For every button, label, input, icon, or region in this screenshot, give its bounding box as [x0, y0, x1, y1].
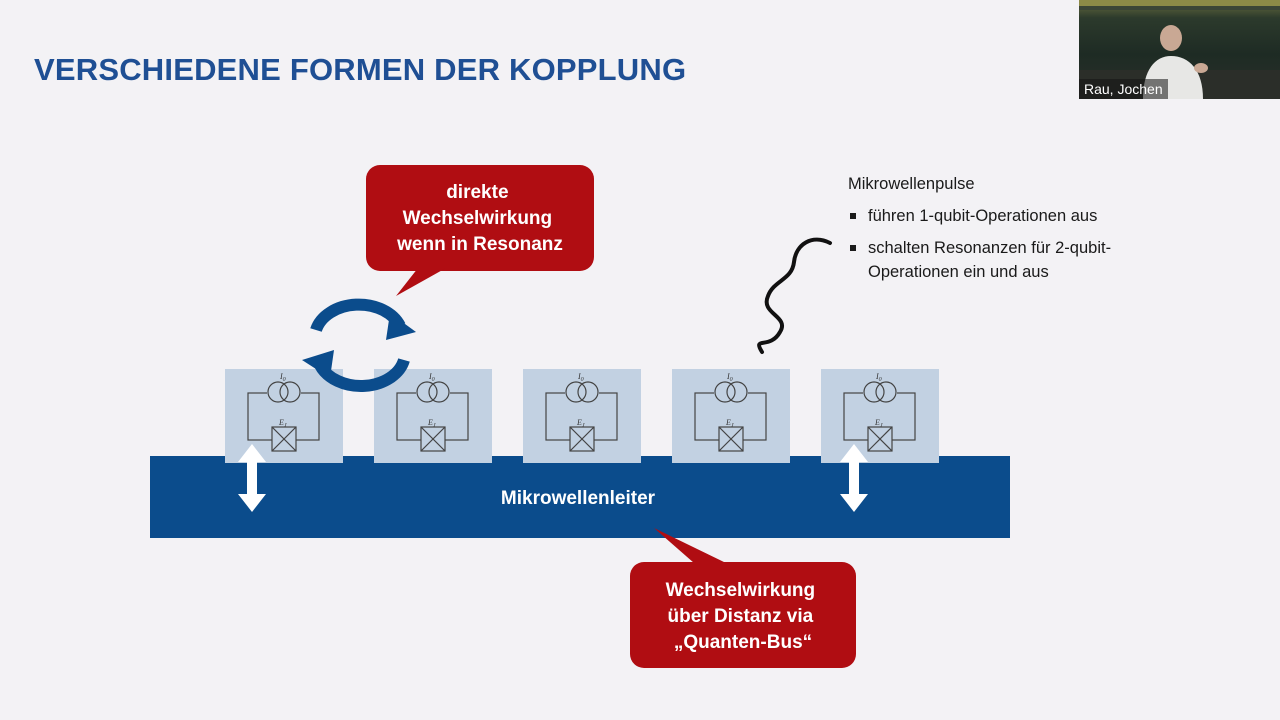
participant-name: Rau, Jochen	[1079, 79, 1168, 99]
double-arrow-right-icon	[840, 444, 868, 512]
double-arrow-left-icon	[238, 444, 266, 512]
qubit-4: I0 EJ	[671, 368, 791, 464]
callout-direct-interaction: direkte Wechselwirkung wenn in Resonanz	[366, 165, 594, 296]
bus-label: Mikrowellenleiter	[501, 488, 656, 509]
svg-text:I0: I0	[577, 372, 584, 383]
svg-text:Wechselwirkung über Di: Wechselwirkung über Distanz via „Quanten…	[666, 580, 821, 653]
svg-text:EJ: EJ	[725, 418, 734, 429]
webcam-video-tile[interactable]: Rau, Jochen	[1079, 0, 1280, 99]
qubit-5: I0 EJ	[820, 368, 940, 464]
svg-text:I0: I0	[875, 372, 882, 383]
svg-text:I0: I0	[428, 372, 435, 383]
microwave-pulse-notes: Mikrowellenpulse führen 1-qubit-Operatio…	[848, 172, 1178, 292]
qubit-1: I0 EJ	[224, 368, 344, 464]
callout-quantum-bus: Wechselwirkung über Distanz via „Quanten…	[630, 528, 856, 668]
list-item: schalten Resonanzen für 2-qubit-Operatio…	[848, 236, 1178, 284]
qubit-2: I0 EJ	[373, 368, 493, 464]
microwave-bus	[150, 456, 1010, 538]
svg-text:I0: I0	[279, 372, 286, 383]
svg-text:EJ: EJ	[874, 418, 883, 429]
notes-list: führen 1-qubit-Operationen aus schalten …	[848, 204, 1178, 284]
cycle-arrows-icon	[302, 298, 416, 393]
svg-text:EJ: EJ	[427, 418, 436, 429]
slide-title: VERSCHIEDENE FORMEN DER KOPPLUNG	[34, 52, 687, 87]
qubit-3: I0 EJ	[522, 368, 642, 464]
svg-text:I0: I0	[726, 372, 733, 383]
notes-heading: Mikrowellenpulse	[848, 175, 975, 193]
list-item: führen 1-qubit-Operationen aus	[848, 204, 1178, 228]
svg-text:EJ: EJ	[278, 418, 287, 429]
svg-text:EJ: EJ	[576, 418, 585, 429]
microwave-pulse-icon	[757, 237, 832, 354]
svg-text:direkte Wechselwirkung: direkte Wechselwirkung wenn in Resonanz	[396, 182, 563, 255]
